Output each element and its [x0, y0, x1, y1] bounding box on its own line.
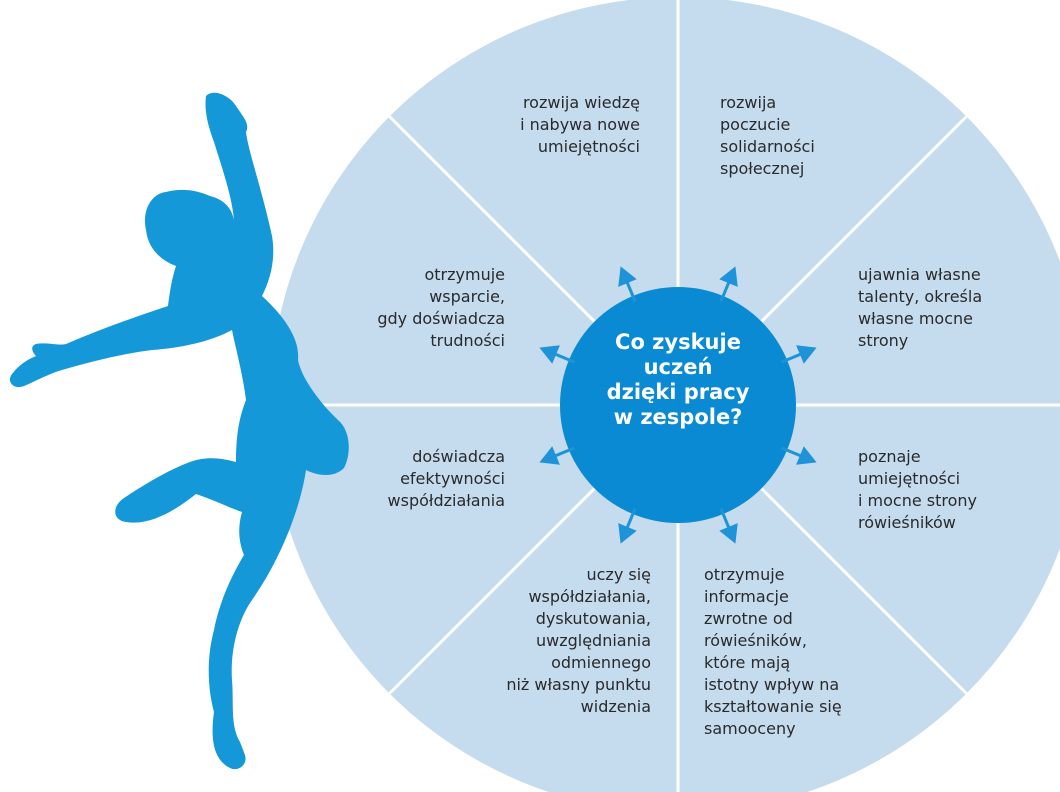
- outward-arrow: [719, 266, 738, 303]
- segment-text-right-lower: poznaje umiejętności i mocne strony rówi…: [858, 447, 978, 532]
- segment-right-upper: [678, 116, 1060, 405]
- outward-arrow: [618, 266, 637, 303]
- outward-arrow: [539, 345, 576, 364]
- dancer-silhouette: [9, 92, 349, 770]
- segment-left-upper: [270, 116, 678, 406]
- segment-text-right-upper: ujawnia własne talenty, określa własne m…: [858, 265, 983, 350]
- outward-arrow: [719, 507, 738, 544]
- segment-left-lower: [270, 405, 678, 694]
- segment-bottom-left: [389, 405, 678, 792]
- segment-top-right: [678, 0, 967, 405]
- center-title: Co zyskuje uczeń dzięki pracy w zespole?: [606, 330, 750, 429]
- segment-text-top-right: rozwija poczucie solidarności społecznej: [720, 93, 815, 178]
- outward-arrow: [539, 446, 576, 465]
- center-circle: [560, 287, 796, 523]
- outward-arrow: [618, 507, 637, 544]
- segment-text-bottom-left: uczy się współdziałania, dyskutowania, u…: [506, 565, 651, 716]
- segment-top-left: [389, 0, 678, 405]
- outward-arrow: [780, 345, 817, 364]
- segment-text-bottom-right: otrzymuje informacje zwrotne od rówieśni…: [704, 565, 842, 738]
- segment-text-top-left: rozwija wiedzę i nabywa nowe umiejętnośc…: [520, 93, 640, 156]
- outward-arrow: [780, 446, 817, 465]
- segment-text-left-lower: doświadcza efektywności współdziałania: [387, 447, 505, 510]
- segment-bottom-right: [678, 405, 967, 792]
- segment-text-left-upper: otrzymuje wsparcie, gdy doświadcza trudn…: [377, 265, 505, 350]
- segment-right-lower: [678, 405, 1060, 694]
